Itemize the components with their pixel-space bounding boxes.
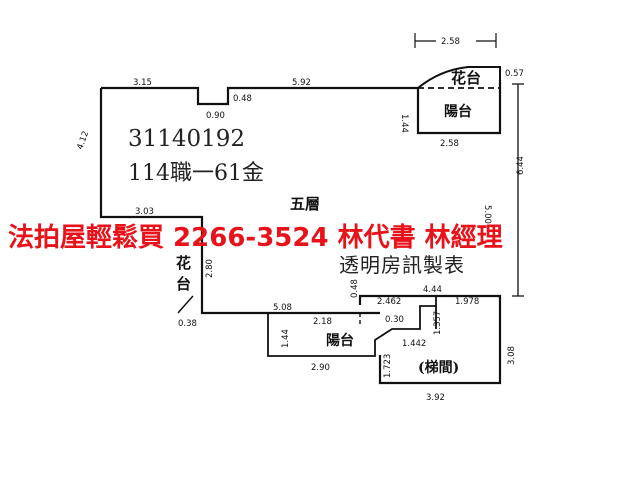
planter-left-1: 花: [176, 254, 191, 272]
dim-057: 0.57: [505, 69, 524, 79]
dim-290: 2.90: [311, 363, 330, 373]
planter-top-arc: [417, 66, 501, 89]
plan-case: 114職一61金: [128, 161, 264, 186]
promo-banner: 法拍屋輕鬆買 2266-3524 林代書 林經理: [8, 222, 503, 253]
dim-303: 3.03: [135, 207, 154, 217]
dim-592: 5.92: [292, 78, 311, 88]
balcony-bottom-outline: [267, 296, 437, 357]
dim-bracket-top: [414, 33, 497, 48]
floor-label: 五層: [290, 195, 320, 213]
dim-412: 4.12: [75, 130, 91, 151]
dim-038: 0.38: [178, 319, 197, 329]
dim-280: 2.80: [205, 259, 215, 278]
balcony-top-label: 陽台: [444, 103, 472, 120]
dim-1442: 1.442: [402, 339, 426, 349]
dim-644: 6.44: [516, 156, 526, 175]
dim-144-bottom: 1.44: [281, 329, 291, 348]
dim-2462: 2.462: [377, 297, 401, 307]
dim-090: 0.90: [206, 111, 225, 121]
dim-048-mid: 0.48: [350, 279, 360, 298]
stairwell-outline: [379, 306, 437, 383]
dim-444: 4.44: [423, 285, 442, 295]
balcony-bottom-label: 陽台: [326, 332, 354, 349]
dim-500: 5.00: [482, 205, 492, 224]
planter-top-label: 花台: [451, 69, 481, 87]
dim-508: 5.08: [273, 303, 292, 313]
dim-392: 3.92: [426, 393, 445, 403]
dim-030: 0.30: [385, 315, 404, 325]
dim-315: 3.15: [133, 78, 152, 88]
dim-1978: 1.978: [455, 297, 479, 307]
dim-1723: 1.723: [383, 354, 393, 378]
dim-048-top: 0.48: [233, 94, 252, 104]
balcony-top-dashed: [417, 87, 501, 134]
stairwell-label: (梯間): [418, 359, 459, 376]
dim-308: 3.08: [507, 346, 517, 365]
dim-144-top: 1.44: [399, 114, 409, 133]
dim-258-balcony: 2.58: [440, 139, 459, 149]
dim-1357: 1.357: [433, 311, 443, 335]
planter-left-arc: [177, 295, 194, 314]
planter-left-2: 台: [176, 275, 191, 293]
dim-258-top: 2.58: [441, 37, 460, 47]
watermark-text: 透明房訊製表: [339, 253, 465, 277]
plan-code: 31140192: [128, 126, 245, 152]
dim-line-right: [512, 83, 524, 297]
dim-218: 2.18: [313, 317, 332, 327]
